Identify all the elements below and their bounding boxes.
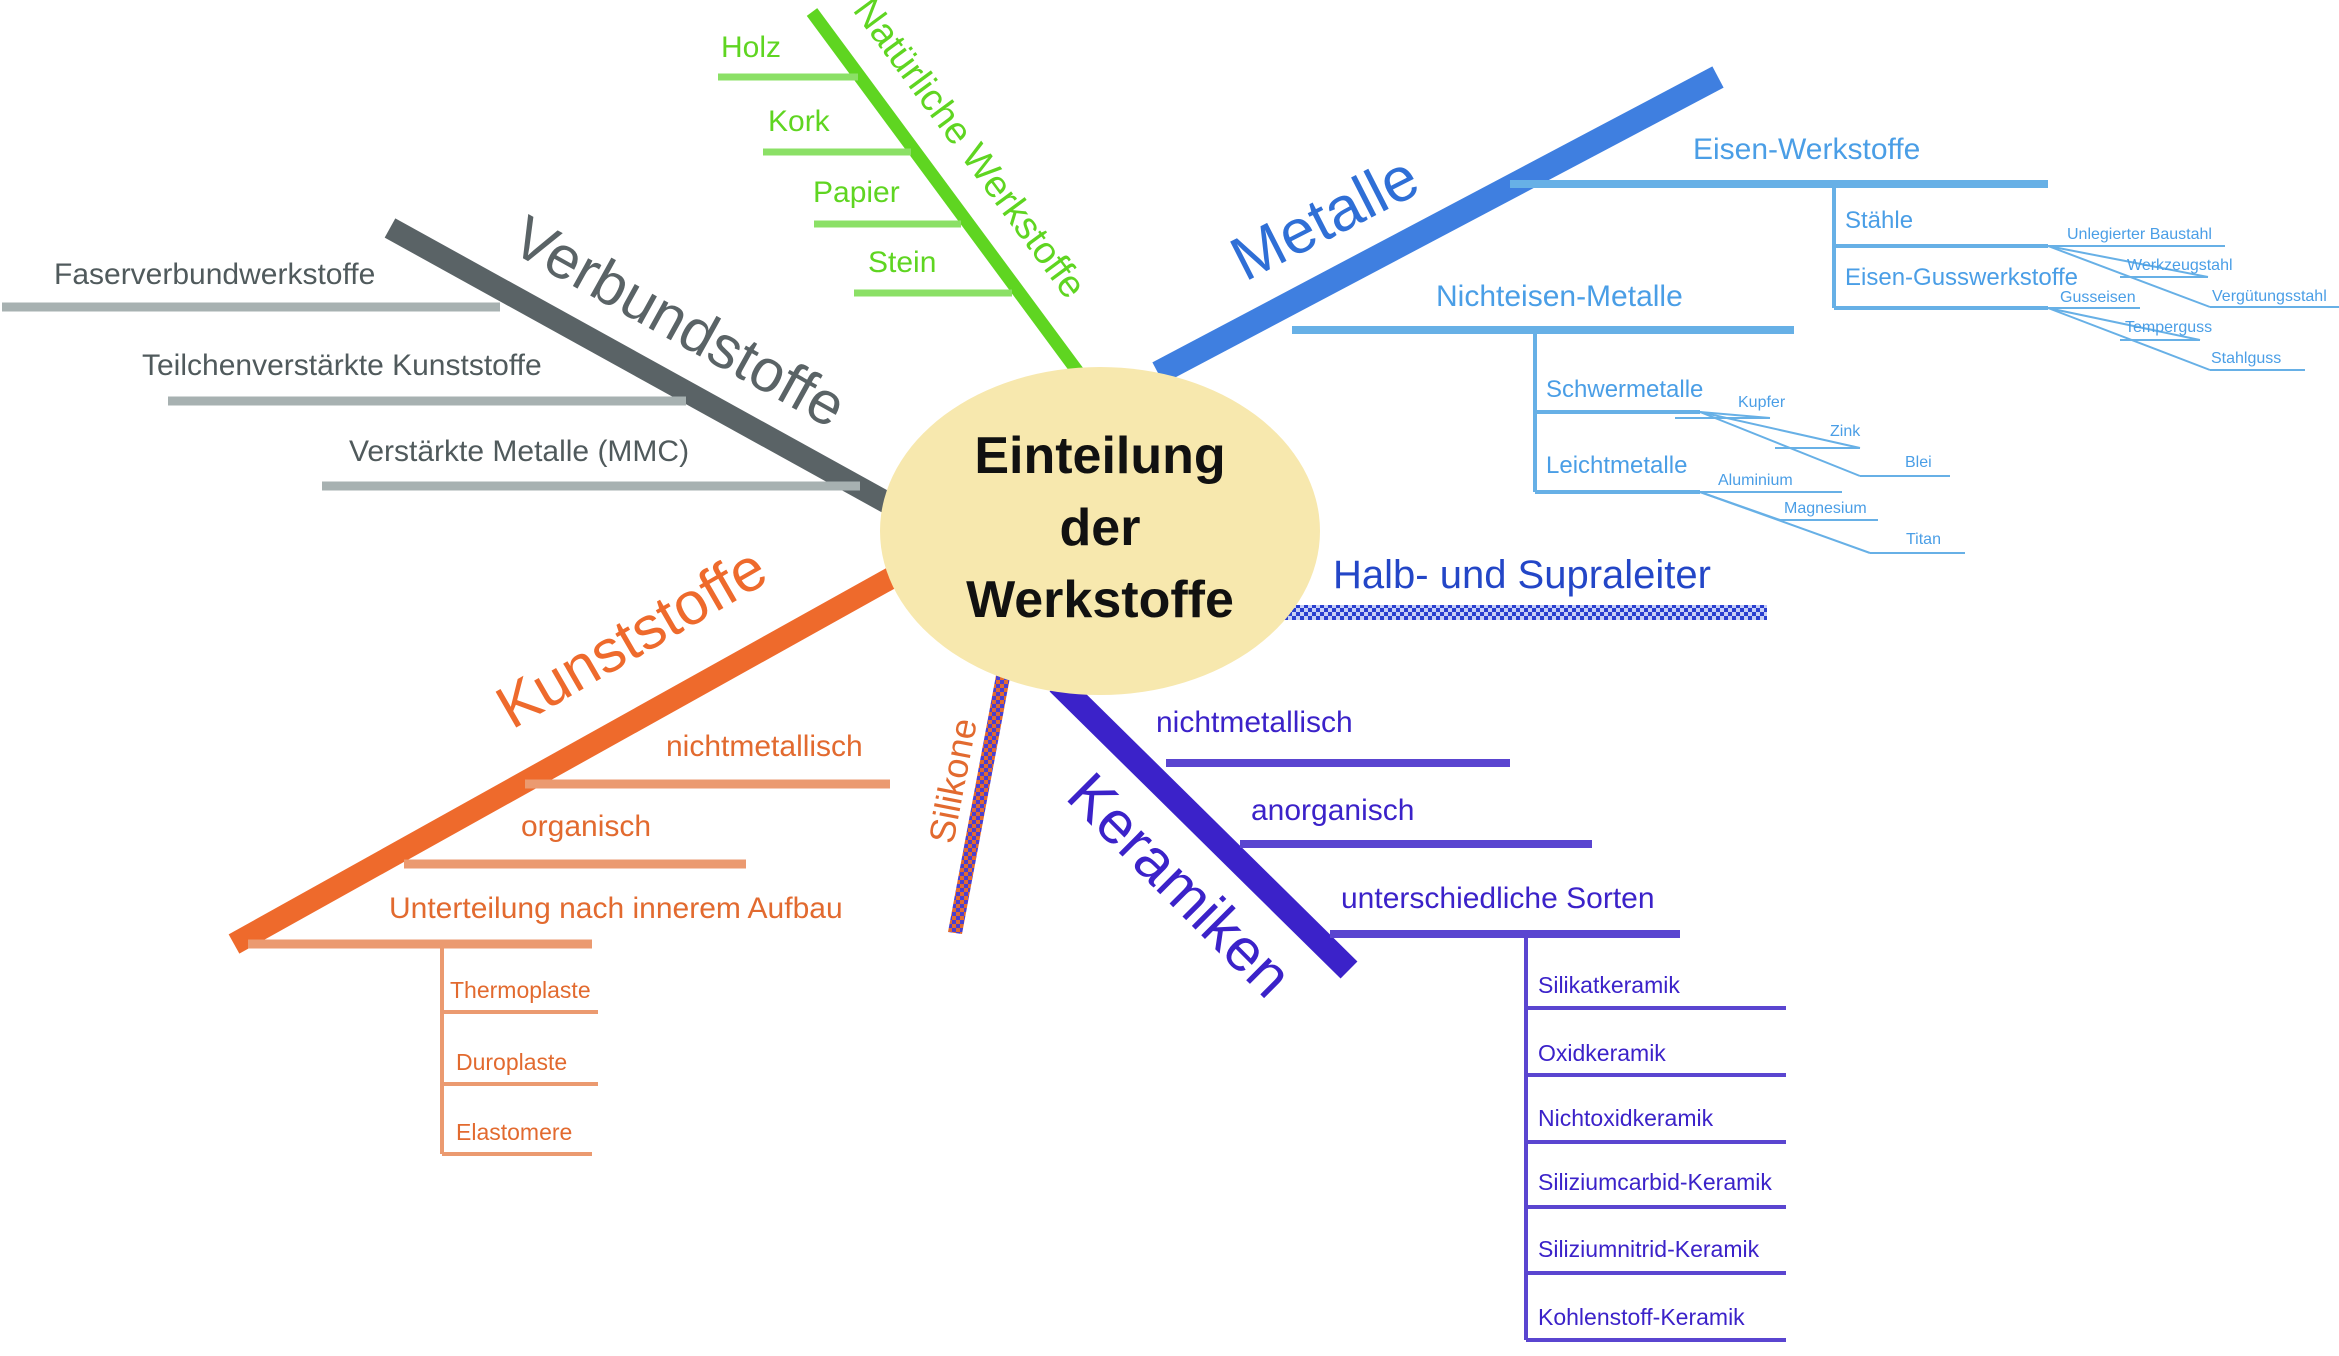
center-title-line-2: der [1060,499,1141,557]
ceramic-sort: Siliziumnitrid-Keramik [1538,1236,1760,1262]
silicone-line [948,670,1011,934]
semiconductor-label: Halb- und Supraleiter [1333,553,1711,597]
composite-item-faser: Faserverbundwerkstoffe [54,258,375,291]
metal-light-item: Titan [1906,531,1941,548]
plastic-item: nichtmetallisch [666,730,863,763]
metal-heavy-item: Blei [1905,454,1932,471]
metal-cast-sub-line [2047,307,2201,341]
natural-item-kork: Kork [768,105,831,138]
metal-cast-item: Temperguss [2125,319,2212,336]
metal-heavy-item: Zink [1830,423,1861,440]
branch-plastic: Kunststoffe nichtmetallisch organisch Un… [228,534,906,1156]
ceramic-main-line [1049,674,1358,979]
composite-main-line [384,218,899,516]
branch-natural: Natürliche Werkstoffe Holz Kork Papier S… [718,0,1094,376]
ceramic-item: unterschiedliche Sorten [1341,882,1655,915]
center-title-line-3: Werkstoffe [966,571,1234,629]
metal-steel-sub-line [2047,245,2209,278]
plastic-sub-item: Duroplaste [456,1049,567,1075]
ceramic-item: nichtmetallisch [1156,706,1353,739]
metal-cast-sub-line [2047,307,2211,371]
branch-metal: Metalle Eisen-Werkstoffe Stähle Eisen-Gu… [1152,66,2339,554]
plastic-item: organisch [521,810,651,843]
metal-steel-item: Werkzeugstahl [2127,257,2233,274]
branch-composite: Verbundstoffe Faserverbundwerkstoffe Tei… [2,203,899,516]
metal-heavy-sub-line [1699,411,1861,477]
natural-item-holz: Holz [721,31,781,64]
ceramic-sort: Oxidkeramik [1538,1040,1666,1066]
branch-silicone: Silikone [921,670,1011,934]
ceramic-sort: Silikatkeramik [1538,972,1680,998]
metal-main-line [1152,66,1724,384]
plastic-sub-item: Thermoplaste [450,977,591,1003]
composite-item-mmc: Verstärkte Metalle (MMC) [349,435,689,468]
metal-steel-item: Vergütungsstahl [2212,288,2327,305]
branch-semiconductor: Halb- und Supraleiter [1280,553,1767,620]
ceramic-sort: Nichtoxidkeramik [1538,1105,1714,1131]
metal-steel-item: Unlegierter Baustahl [2067,226,2212,243]
metal-cast-item: Stahlguss [2211,350,2281,367]
metal-heavy-sub-line [1699,411,1861,449]
semiconductor-line [1280,605,1767,620]
metal-cast-label: Eisen-Gusswerkstoffe [1845,264,2078,291]
metal-light-item: Magnesium [1784,500,1867,517]
composite-item-teilchen: Teilchenverstärkte Kunststoffe [142,349,542,382]
natural-item-stein: Stein [868,246,936,279]
metal-heavy-label: Schwermetalle [1546,376,1703,403]
natural-main-line [806,8,1084,376]
metal-light-item: Aluminium [1718,472,1793,489]
metal-iron-label: Eisen-Werkstoffe [1693,133,1920,166]
metal-light-sub-line [1699,491,1871,554]
natural-item-papier: Papier [813,176,900,209]
plastic-item: Unterteilung nach innerem Aufbau [389,892,843,925]
center-node: Einteilung der Werkstoffe [880,367,1320,695]
plastic-sub-item: Elastomere [456,1119,572,1145]
plastic-main-line [228,563,906,954]
metal-light-label: Leichtmetalle [1546,452,1687,479]
center-ellipse [880,367,1320,695]
metal-steel-label: Stähle [1845,207,1913,234]
metal-nonferrous-label: Nichteisen-Metalle [1436,280,1683,313]
metal-heavy-item: Kupfer [1738,394,1786,411]
ceramic-sort: Kohlenstoff-Keramik [1538,1304,1745,1330]
ceramic-sort: Siliziumcarbid-Keramik [1538,1169,1772,1195]
metal-cast-item: Gusseisen [2060,289,2136,306]
center-title-line-1: Einteilung [974,427,1225,485]
ceramic-item: anorganisch [1251,794,1414,827]
branch-ceramic: Keramiken nichtmetallisch anorganisch un… [1049,674,1786,1342]
